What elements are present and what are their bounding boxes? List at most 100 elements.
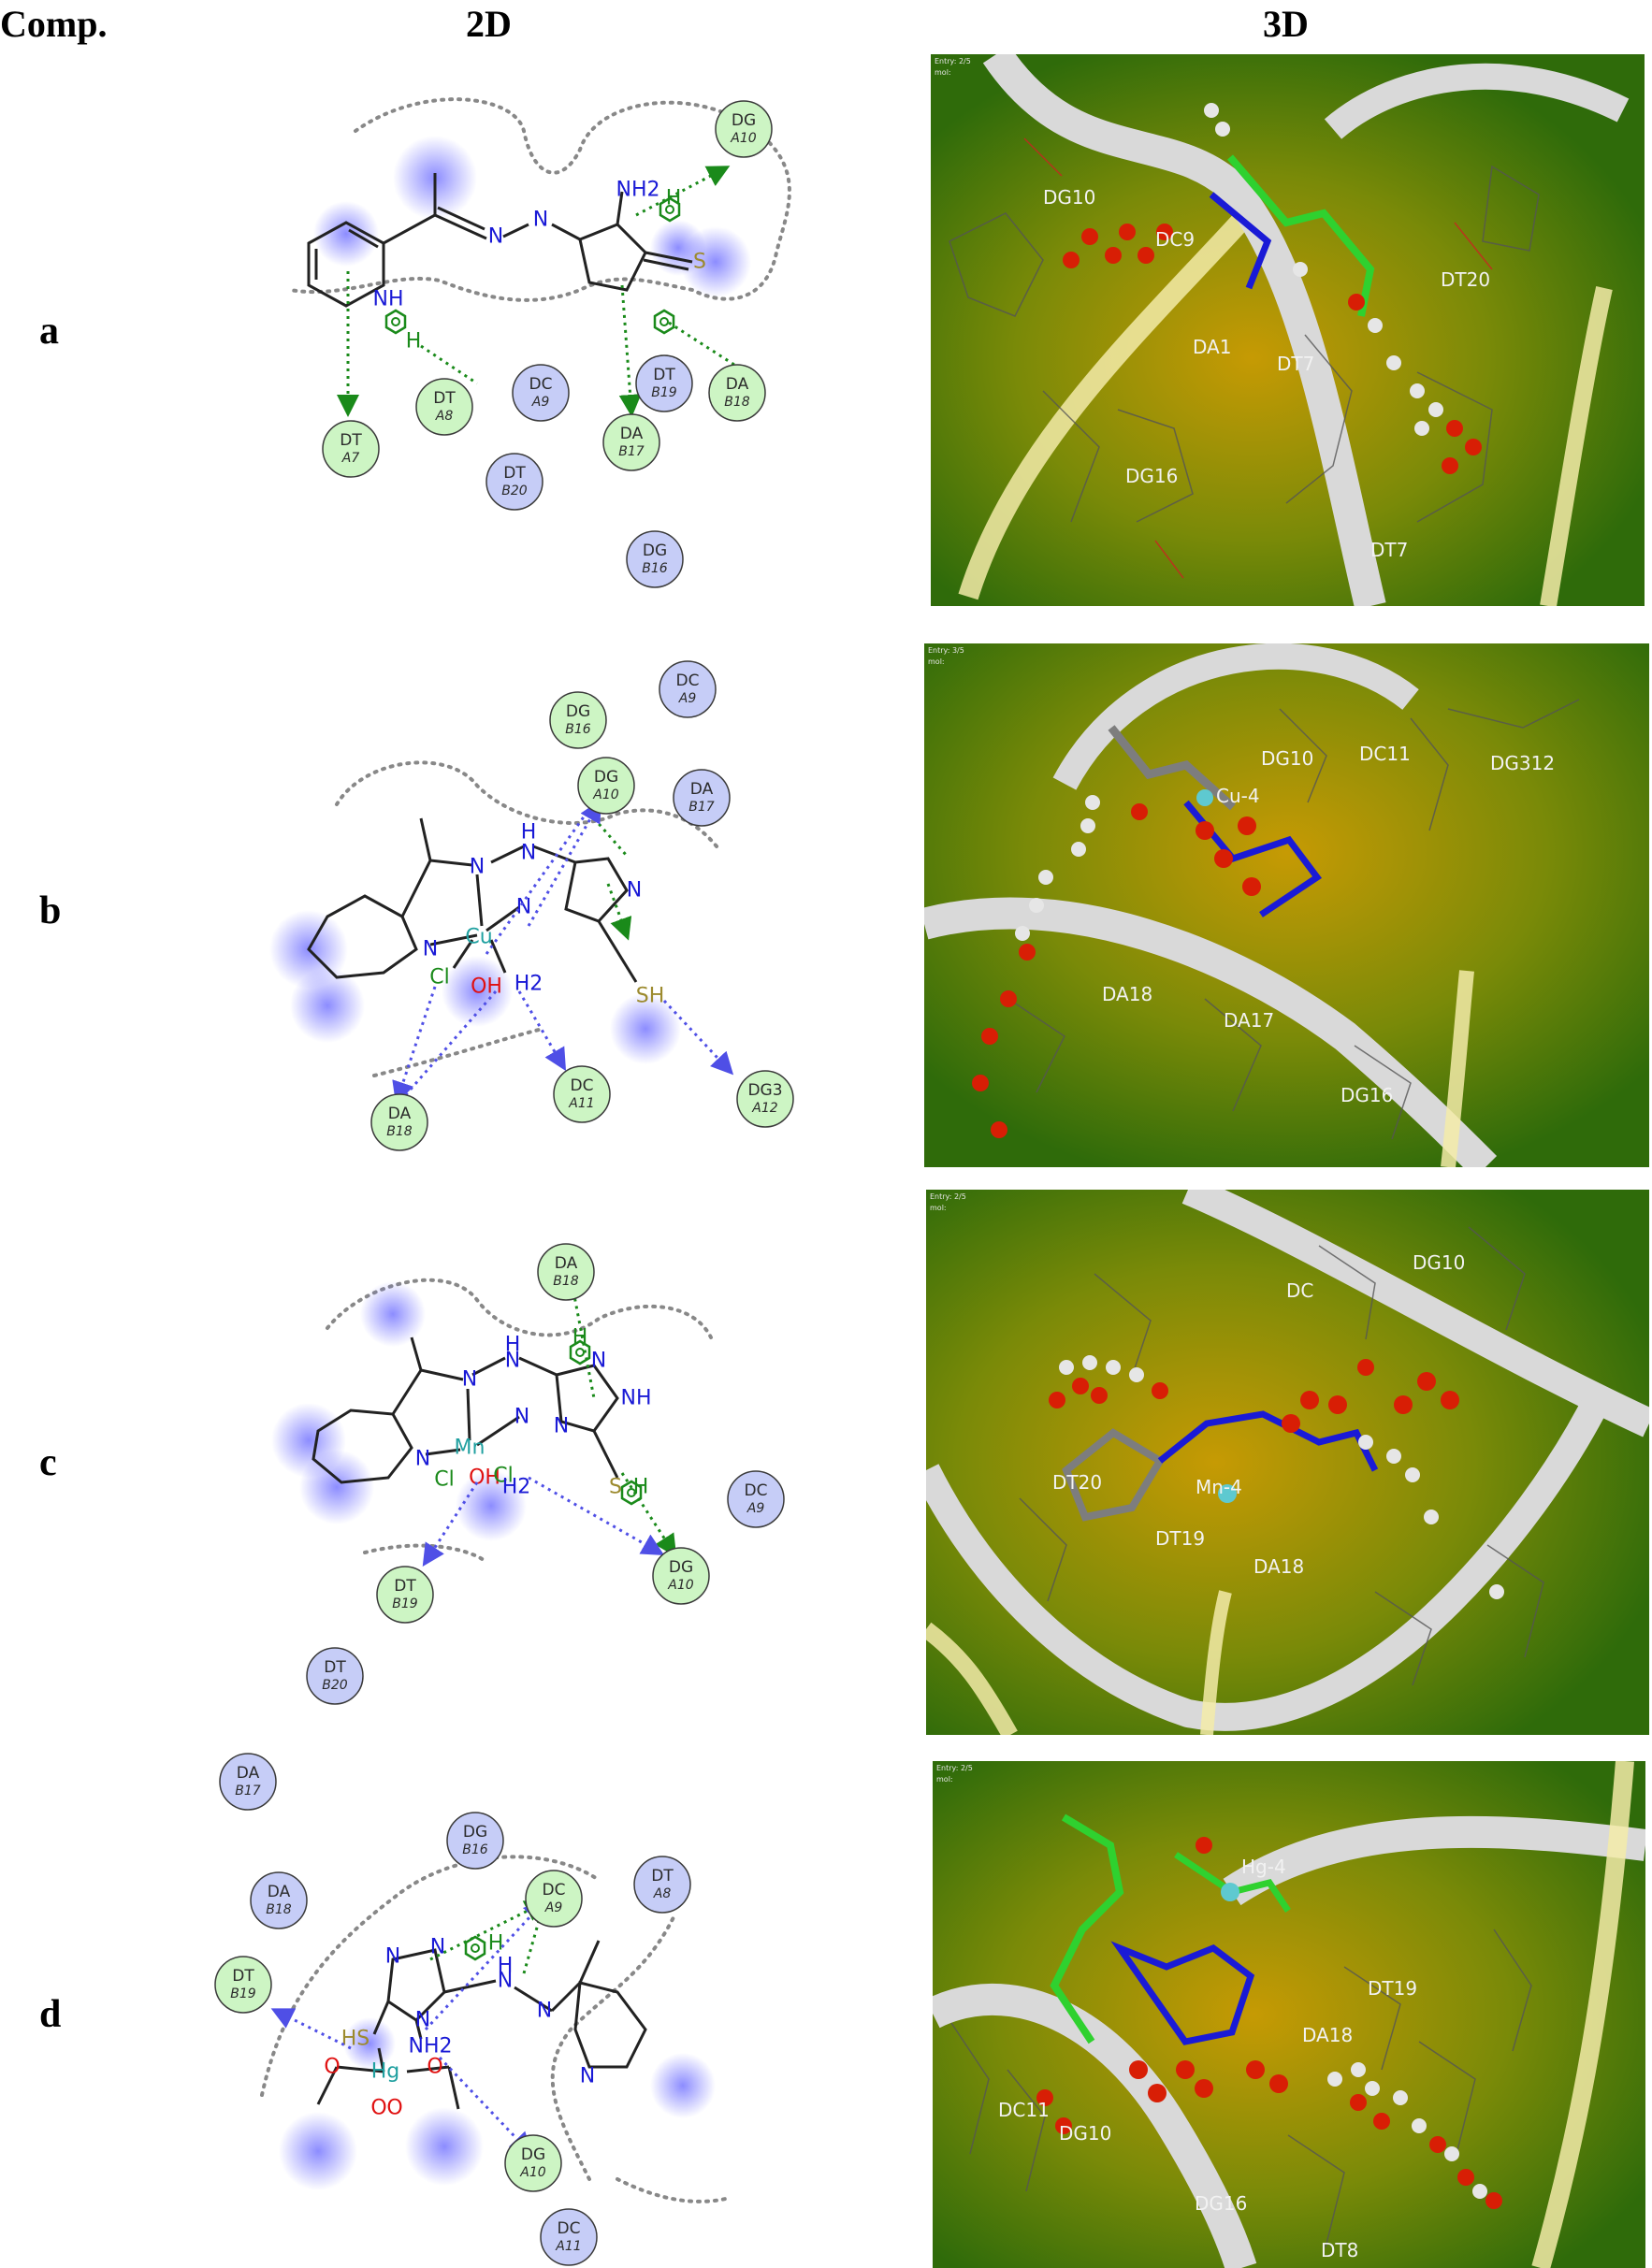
svg-text:mol:: mol:	[935, 68, 951, 77]
atom-n: N	[580, 2065, 595, 2088]
svg-text:DG: DG	[732, 111, 756, 130]
atom-n: N	[533, 209, 548, 232]
svg-text:B18: B18	[386, 1124, 413, 1139]
svg-text:DC: DC	[543, 1881, 566, 1900]
svg-text:DA17: DA17	[1224, 1009, 1274, 1032]
docking-view-3d-b: Entry: 3/5 mol: DG10 DC11 DG312 Cu-4 DA1…	[924, 643, 1649, 1167]
atom-nh2: NH2	[616, 179, 660, 202]
atom-o: O	[386, 2097, 402, 2120]
atom-cl: Cl	[429, 966, 449, 990]
svg-text:DC: DC	[1286, 1279, 1313, 1302]
svg-text:Entry: 3/5: Entry: 3/5	[928, 646, 964, 655]
atom-nh: NH	[621, 1387, 652, 1410]
svg-text:DA: DA	[620, 425, 644, 443]
svg-text:A8: A8	[653, 1886, 672, 1901]
svg-text:DA: DA	[268, 1883, 291, 1901]
svg-text:mol:: mol:	[930, 1204, 947, 1212]
svg-text:A11: A11	[568, 1096, 594, 1111]
svg-text:Cu-4: Cu-4	[1216, 785, 1260, 807]
svg-text:A9: A9	[531, 395, 550, 410]
svg-text:A8: A8	[435, 409, 454, 424]
svg-text:DT8: DT8	[1321, 2239, 1358, 2261]
svg-text:DG16: DG16	[1195, 2192, 1247, 2215]
svg-text:DA18: DA18	[1102, 983, 1152, 1005]
benzene-ring-icon	[464, 1935, 486, 1961]
svg-text:DT: DT	[433, 389, 456, 408]
svg-text:DT: DT	[653, 366, 675, 384]
svg-text:DT20: DT20	[1052, 1471, 1102, 1494]
svg-text:B19: B19	[392, 1596, 418, 1611]
svg-text:DG: DG	[669, 1558, 693, 1577]
atom-cl: Cl	[434, 1468, 454, 1492]
svg-text:DG16: DG16	[1125, 465, 1178, 487]
row-label-b: b	[39, 889, 62, 932]
svg-text:DT: DT	[340, 431, 362, 450]
svg-text:DA18: DA18	[1253, 1555, 1304, 1578]
diagram-2d-c: Mn N N H N N N N NH Cl OH Cl H2 S H H DA…	[206, 1206, 861, 1730]
svg-text:B17: B17	[618, 444, 645, 459]
svg-text:DG10: DG10	[1413, 1251, 1465, 1274]
row-label-d: d	[39, 1993, 62, 2036]
svg-text:DA: DA	[726, 375, 749, 394]
svg-text:DT7: DT7	[1370, 539, 1408, 561]
svg-text:B20: B20	[501, 484, 528, 498]
svg-text:mol:: mol:	[928, 657, 945, 666]
benzene-ring-icon	[620, 1480, 643, 1506]
svg-text:DG16: DG16	[1340, 1084, 1393, 1106]
atom-n: N	[505, 1350, 520, 1373]
svg-text:A9: A9	[678, 691, 697, 706]
header-comp: Comp.	[0, 3, 108, 45]
svg-text:DA1: DA1	[1193, 336, 1231, 358]
atom-cl: Cl	[493, 1465, 513, 1488]
metal-atom: Hg	[371, 2060, 400, 2084]
atom-n: N	[554, 1415, 569, 1438]
atom-n: N	[415, 1448, 430, 1471]
svg-text:DA: DA	[237, 1764, 260, 1783]
svg-text:mol:: mol:	[936, 1775, 953, 1784]
svg-text:A10: A10	[519, 2165, 545, 2180]
svg-text:DG: DG	[643, 542, 667, 560]
svg-text:B17: B17	[235, 1784, 261, 1799]
svg-text:A9: A9	[544, 1900, 563, 1915]
svg-text:Hg-4: Hg-4	[1241, 1856, 1286, 1878]
svg-text:A12: A12	[751, 1101, 777, 1116]
atom-hs: HS	[341, 2028, 370, 2051]
svg-text:A10: A10	[592, 787, 618, 802]
svg-text:DG3: DG3	[747, 1081, 782, 1100]
svg-text:DG10: DG10	[1059, 2122, 1111, 2145]
atom-h: H	[498, 1955, 514, 1978]
docking-view-3d-d: Entry: 2/5 mol: Hg-4 DT19 DA18 DC11 DG10…	[933, 1761, 1645, 2268]
svg-text:B18: B18	[553, 1274, 579, 1289]
svg-text:A10: A10	[730, 131, 756, 146]
svg-text:DA: DA	[388, 1105, 412, 1123]
atom-n: N	[591, 1350, 606, 1373]
svg-text:B16: B16	[565, 722, 591, 737]
atom-n: N	[385, 1945, 400, 1969]
header-2d: 2D	[466, 3, 512, 45]
atom-n: N	[627, 879, 642, 903]
svg-text:DG: DG	[594, 768, 618, 787]
svg-text:DT: DT	[394, 1577, 416, 1596]
svg-text:B18: B18	[266, 1902, 292, 1917]
svg-text:DA: DA	[690, 780, 714, 799]
svg-text:DT: DT	[324, 1658, 346, 1677]
svg-text:DG: DG	[521, 2145, 545, 2164]
atom-nh2: NH2	[409, 2035, 453, 2059]
atom-s: S	[609, 1476, 622, 1499]
svg-text:B19: B19	[230, 1986, 256, 2001]
svg-text:A9: A9	[746, 1501, 765, 1516]
atom-h: H	[521, 821, 537, 845]
